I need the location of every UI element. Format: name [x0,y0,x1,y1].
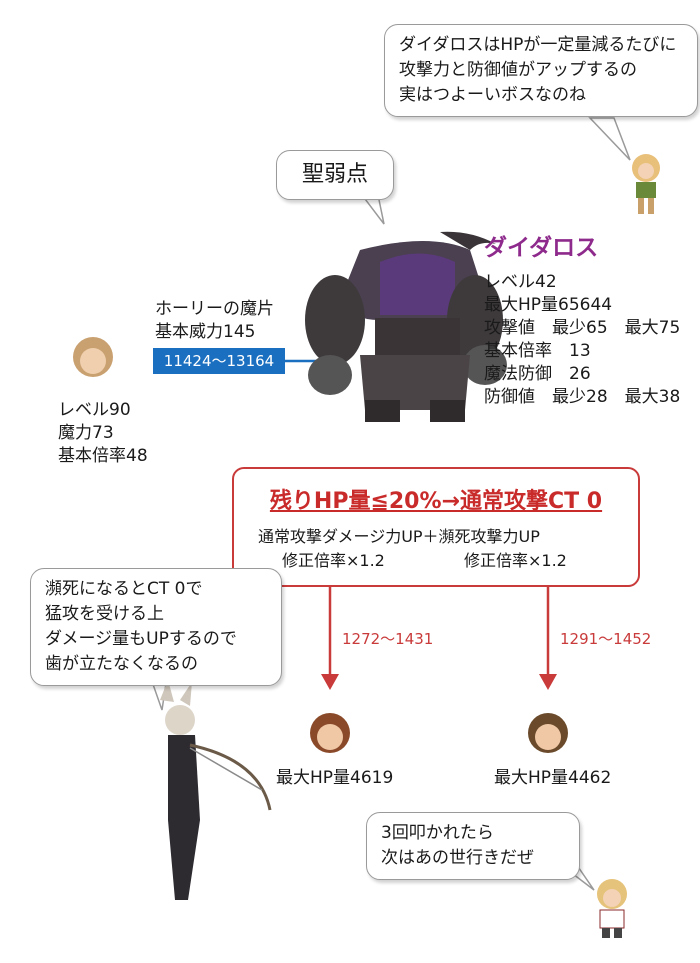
player-stat: レベル90 [58,400,131,420]
player-avatar [73,337,113,377]
bubble-line: 瀕死になるとCT 0で [45,579,203,599]
holy-weakness-label: 聖弱点 [301,162,368,187]
bubble-tail-top [588,117,631,161]
speech-bubble-boss-info: ダイダロスはHPが一定量減るたびに 攻撃力と防御値がアップするの 実はつよーいボ… [384,24,698,117]
condition-box: 残りHP量≦20%→通常攻撃CT 0 通常攻撃ダメージ力UP＋瀕死攻撃力UP 修… [232,467,640,587]
speech-bubble-threat: 3回叩かれたら 次はあの世行きだぜ [366,812,580,880]
archer-figure [160,680,272,900]
red-arrowhead-left [321,674,339,690]
condition-modifier-left: 修正倍率×1.2 [282,551,385,570]
target-hp-right: 最大HP量4462 [494,768,612,788]
target-hp-left: 最大HP量4619 [276,768,394,788]
boy-chibi-bottom [597,879,627,938]
bubble-line: 次はあの世行きだぜ [381,848,534,868]
boss-name: ダイダロス [484,235,599,261]
bubble-line: 歯が立たなくなるの [45,654,198,674]
speech-bubble-warning: 瀕死になるとCT 0で 猛攻を受ける上 ダメージ量もUPするので 歯が立たなくな… [30,568,282,686]
target-avatar-left [310,713,350,753]
player-stat: 基本倍率48 [58,446,148,466]
condition-modifier-right: 修正倍率×1.2 [464,551,567,570]
spell-power: 基本威力145 [155,322,256,342]
bubble-line: 3回叩かれたら [381,823,494,843]
target-avatar-right [528,713,568,753]
target-damage-left: 1272〜1431 [342,630,434,648]
spell-name: ホーリーの魔片 [155,299,274,319]
boss-stat: 魔法防御 26 [484,364,591,384]
spell-damage-range: 11424〜13164 [153,348,285,374]
red-arrowhead-right [539,674,557,690]
bubble-line: ダメージ量もUPするので [45,629,237,649]
target-damage-right: 1291〜1452 [560,630,652,648]
condition-title: 残りHP量≦20%→通常攻撃CT 0 [269,489,603,514]
bubble-line: ダイダロスはHPが一定量減るたびに [399,35,677,55]
holy-weakness-bubble: 聖弱点 [276,150,394,200]
bubble-line: 猛攻を受ける上 [45,604,164,624]
bubble-line: 実はつよーいボスなのね [399,85,586,105]
boss-figure [305,231,507,422]
boss-stat: 攻撃値 最少65 最大75 [484,318,681,338]
boss-stat: 基本倍率 13 [484,341,591,361]
player-stat: 魔力73 [58,423,114,443]
bubble-line: 攻撃力と防御値がアップするの [399,60,637,80]
boss-stat: レベル42 [484,272,557,292]
boss-stat: 最大HP量65644 [484,295,613,315]
condition-effect: 通常攻撃ダメージ力UP＋瀕死攻撃力UP [258,527,540,546]
girl-chibi-top [632,154,660,214]
boss-stat: 防御値 最少28 最大38 [484,387,681,407]
